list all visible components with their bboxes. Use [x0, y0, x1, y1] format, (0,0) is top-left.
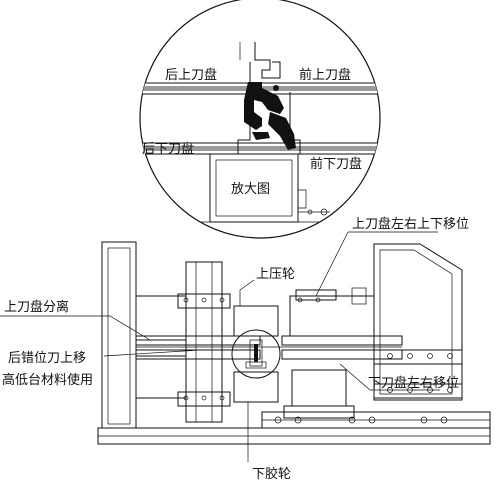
label-upper-cutter-separation: 上刀盘分离: [4, 299, 69, 315]
lower-rubber-wheel: [233, 371, 279, 403]
label-enlarged-view: 放大图: [231, 182, 270, 197]
enlarged-view-circle: 后上刀盘 前上刀盘 后下刀盘 前下刀盘 放大图: [139, 0, 381, 239]
label-rear-upper-cutter: 后上刀盘: [165, 67, 217, 83]
label-lower-cutter-shift: 下刀盘左右移位: [368, 375, 459, 391]
label-rear-offset-cutter-line2: 高低台材料使用: [2, 372, 93, 388]
upper-press-wheel: [233, 305, 279, 337]
front-cutter-assembly: [283, 287, 375, 419]
label-upper-cutter-shift: 上刀盘左右上下移位: [352, 216, 469, 232]
label-rear-offset-cutter-line1: 后错位刀上移: [8, 351, 86, 366]
detail-circle: [231, 329, 281, 379]
right-frame-housing: [373, 243, 463, 401]
label-upper-press-wheel: 上压轮: [256, 267, 295, 282]
left-frame-column: [101, 241, 137, 429]
leader-lines: [0, 42, 440, 462]
label-rear-lower-cutter: 后下刀盘: [142, 141, 194, 157]
black-cutter-profile: [244, 82, 296, 150]
rear-shaft-column: [177, 261, 231, 423]
base-rail: [261, 353, 491, 429]
label-lower-rubber-wheel: 下胶轮: [252, 466, 291, 482]
label-front-upper-cutter: 前上刀盘: [299, 67, 351, 83]
label-front-lower-cutter: 前下刀盘: [310, 156, 362, 172]
machine-assembly: [97, 241, 491, 445]
